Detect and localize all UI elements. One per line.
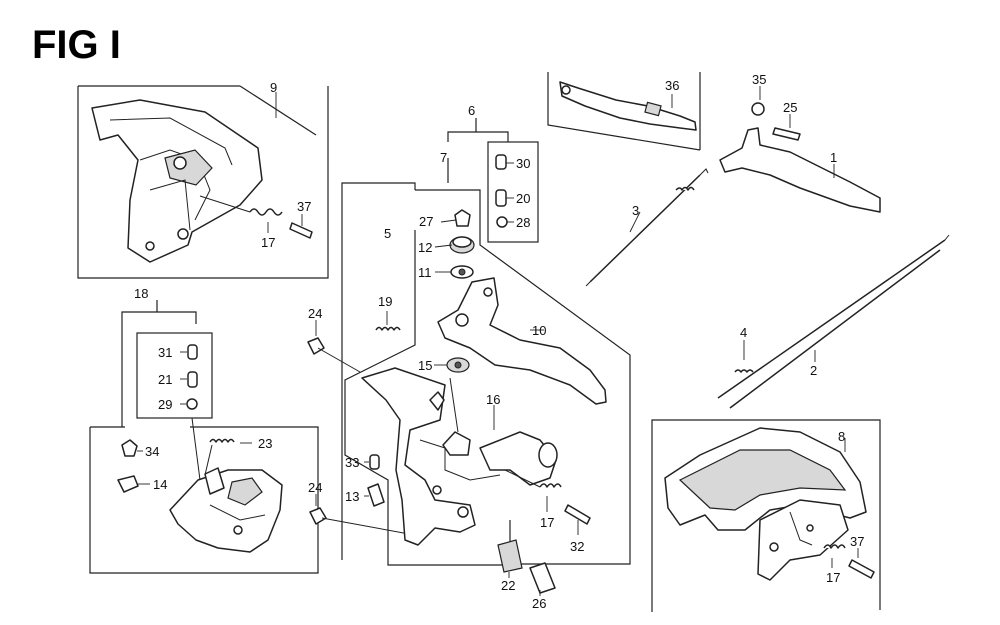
callout-8: 8 <box>838 429 845 444</box>
callout-7: 7 <box>440 150 447 165</box>
main-bracket-16 <box>361 367 558 546</box>
arm-10 <box>437 277 607 405</box>
callout-19: 19 <box>378 294 392 309</box>
spring-17-top <box>249 208 283 216</box>
central-parts <box>434 209 607 405</box>
callout-29: 29 <box>158 397 172 412</box>
part-28 <box>496 216 508 228</box>
callout-1: 1 <box>830 150 837 165</box>
callout-12: 12 <box>418 240 432 255</box>
callout-11: 11 <box>418 265 432 280</box>
spring-19 <box>375 311 401 331</box>
parts-22-26 <box>497 539 556 596</box>
part-13 <box>367 483 385 507</box>
part-8-cover <box>664 427 875 581</box>
callout-23: 23 <box>258 436 272 451</box>
callout-37-right: 37 <box>850 534 864 549</box>
frame-part-7 <box>341 182 416 560</box>
collar-22 <box>497 539 523 573</box>
group-6-parts <box>495 154 514 228</box>
callout-2: 2 <box>810 363 817 378</box>
frame-group-6 <box>487 141 539 243</box>
callout-35: 35 <box>752 72 766 87</box>
group-18-parts <box>180 344 201 481</box>
frame-part-36 <box>547 72 701 151</box>
callout-labels: 9 37 17 18 31 21 29 34 14 23 24 24 19 33… <box>134 72 864 611</box>
callout-33: 33 <box>345 455 359 470</box>
callout-21: 21 <box>158 372 172 387</box>
callout-5: 5 <box>384 226 391 241</box>
part-2-rod <box>717 234 950 409</box>
part-20 <box>495 189 507 207</box>
spring-17-center <box>504 469 591 535</box>
screws-24 <box>307 320 421 537</box>
callout-4: 4 <box>740 325 747 340</box>
part-3-rod <box>585 168 709 287</box>
callout-25: 25 <box>783 100 797 115</box>
callout-9: 9 <box>270 80 277 95</box>
frame-part-9 <box>77 86 329 279</box>
part-9-bracket <box>91 92 313 263</box>
part-30 <box>495 154 507 170</box>
bolt-25 <box>772 127 801 141</box>
callout-17-right: 17 <box>826 570 840 585</box>
callout-22: 22 <box>501 578 515 593</box>
part-36-arm <box>559 81 697 131</box>
callout-27: 27 <box>419 214 433 229</box>
parts-33-13 <box>364 454 385 507</box>
assembly-18 <box>117 438 283 553</box>
part-33 <box>369 454 380 470</box>
nut-27 <box>454 209 471 227</box>
callout-6: 6 <box>468 103 475 118</box>
callout-30: 30 <box>516 156 530 171</box>
callout-32: 32 <box>570 539 584 554</box>
group-frames <box>77 72 881 612</box>
callout-31: 31 <box>158 345 172 360</box>
figure-title: FIG I <box>32 23 121 67</box>
part-1-lever <box>719 86 881 213</box>
callout-37-top: 37 <box>297 199 311 214</box>
callout-20: 20 <box>516 191 530 206</box>
callout-16: 16 <box>486 392 500 407</box>
nut-35 <box>751 102 765 116</box>
callout-17-top: 17 <box>261 235 275 250</box>
screw-37-top <box>289 222 313 239</box>
callout-15: 15 <box>418 358 432 373</box>
screw-32 <box>564 504 591 525</box>
callout-14: 14 <box>153 477 167 492</box>
frame-part-5 <box>344 230 505 566</box>
frame-part-8 <box>651 419 881 612</box>
bracket-18 <box>121 311 197 324</box>
bracket-6 <box>447 131 509 142</box>
callout-10: 10 <box>532 323 546 338</box>
callout-13: 13 <box>345 489 359 504</box>
bolt-26 <box>529 562 556 594</box>
callout-24-top: 24 <box>308 306 322 321</box>
callout-34: 34 <box>145 444 159 459</box>
callout-28: 28 <box>516 215 530 230</box>
callout-36: 36 <box>665 78 679 93</box>
callout-26: 26 <box>532 596 546 611</box>
callout-17-center: 17 <box>540 515 554 530</box>
frame-part-18 <box>89 426 319 574</box>
callout-3: 3 <box>632 203 639 218</box>
frame-group-18-inner <box>136 332 213 419</box>
callout-18: 18 <box>134 286 148 301</box>
callout-24-bottom: 24 <box>308 480 322 495</box>
